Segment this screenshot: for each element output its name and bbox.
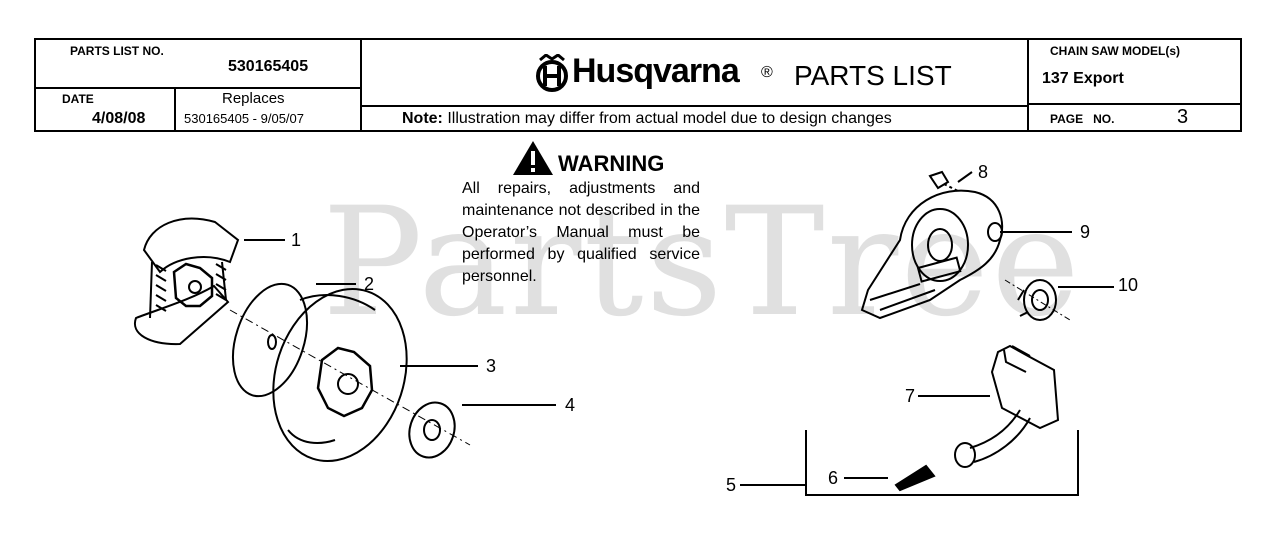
warning-triangle-icon xyxy=(513,141,553,175)
callout-6: 6 xyxy=(828,468,839,488)
oil-pump xyxy=(860,189,1004,320)
replaces-value: 530165405 - 9/05/07 xyxy=(184,111,304,126)
doc-title: PARTS LIST xyxy=(794,60,952,91)
note-text: Illustration may differ from actual mode… xyxy=(447,110,892,127)
clutch-drum xyxy=(272,288,408,462)
date-value: 4/08/08 xyxy=(92,110,146,127)
divider xyxy=(360,40,362,130)
page-label: PAGE NO. xyxy=(1050,112,1115,126)
divider xyxy=(360,105,1027,107)
callout-4: 4 xyxy=(565,395,576,415)
page-number: 3 xyxy=(1177,106,1189,128)
note-line: Note: Illustration may differ from actua… xyxy=(402,110,892,128)
callout-2: 2 xyxy=(364,274,375,294)
note-label: Note: xyxy=(402,110,443,127)
model-value: 137 Export xyxy=(1042,70,1124,87)
parts-list-no-label: PARTS LIST NO. xyxy=(70,44,164,58)
callout-10: 10 xyxy=(1118,275,1139,295)
replaces-label: Replaces xyxy=(222,90,285,107)
callout-8: 8 xyxy=(978,162,989,182)
model-label: CHAIN SAW MODEL(s) xyxy=(1050,44,1180,58)
divider xyxy=(1027,40,1029,130)
oil-hose xyxy=(954,344,1060,468)
parts-list-no: 530165405 xyxy=(228,58,309,75)
callout-9: 9 xyxy=(1080,222,1091,242)
brand-name: Husqvarna xyxy=(572,52,740,90)
callout-5: 5 xyxy=(726,475,737,495)
divider xyxy=(1027,103,1242,105)
callout-7: 7 xyxy=(905,386,916,406)
husqvarna-crown-icon xyxy=(536,54,568,92)
callout-3: 3 xyxy=(486,356,497,376)
divider xyxy=(174,87,176,130)
date-label: DATE xyxy=(62,92,94,106)
warning-text: All repairs, adjustments and maintenance… xyxy=(462,180,700,285)
divider xyxy=(36,87,360,89)
registered-mark: ® xyxy=(761,64,773,81)
warning-title: WARNING xyxy=(558,151,665,176)
clutch-assembly xyxy=(133,217,240,346)
header-table: PARTS LIST NO. 530165405 DATE 4/08/08 Re… xyxy=(34,38,1242,132)
callout-1: 1 xyxy=(291,230,302,250)
